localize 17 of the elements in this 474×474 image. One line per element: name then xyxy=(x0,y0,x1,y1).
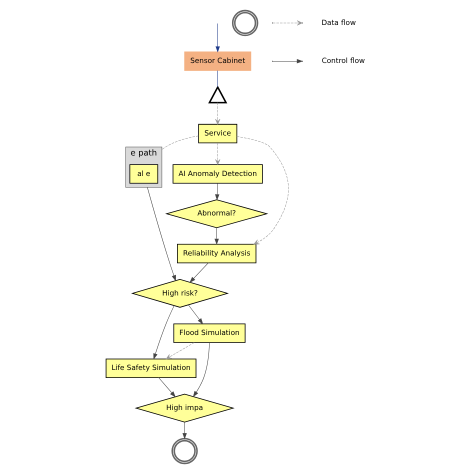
arrow xyxy=(158,377,176,398)
arrow xyxy=(192,342,210,398)
arrow xyxy=(165,342,194,360)
connector xyxy=(161,136,198,150)
arrow xyxy=(214,228,218,245)
arrow xyxy=(146,187,176,282)
arrow xyxy=(188,262,208,283)
arrow xyxy=(214,142,220,165)
arrow xyxy=(236,136,288,244)
arrow xyxy=(182,422,186,440)
arrow xyxy=(152,305,174,360)
arrow xyxy=(215,23,220,53)
arrow xyxy=(188,304,203,324)
connector xyxy=(216,70,218,88)
node-tower xyxy=(208,85,227,104)
arrow xyxy=(214,102,220,124)
arrow xyxy=(214,183,219,201)
